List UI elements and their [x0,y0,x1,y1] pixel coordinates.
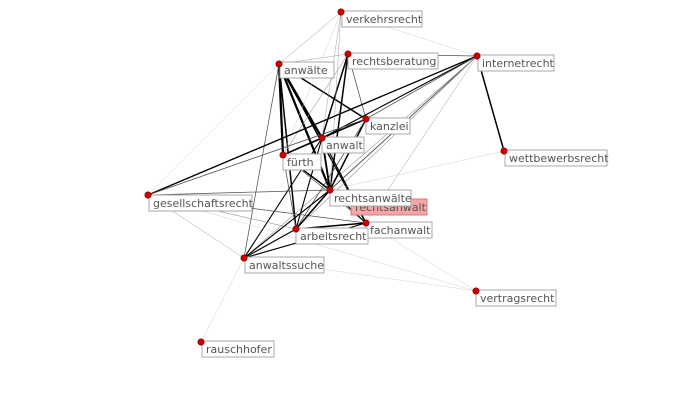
label-box [341,10,423,28]
node-label-text: arbeitsrecht [300,230,367,243]
node-dot-fuerth[interactable] [279,151,287,159]
node-dot-gesellschaftsrecht[interactable] [144,191,152,199]
edge-anwaelte-verkehrsrecht [278,11,342,65]
node-label-text: rechtsberatung [352,55,436,68]
node-label-rauschhofer[interactable]: rauschhofer [201,340,275,358]
edge-anwaelte-gesellschaftsrecht [147,63,280,196]
labels-layer: verkehrsrecht anwälte rechtsberatung int… [148,10,609,358]
label-box [244,256,325,274]
node-label-text: internetrecht [482,57,555,70]
node-label-text: rauschhofer [206,343,272,356]
node-dot-kanzlei[interactable] [362,115,370,123]
node-label-anwalt[interactable]: anwalt [321,136,365,154]
node-label-anwaltssuche[interactable]: anwaltssuche [244,256,325,274]
edge-arbeitsrecht-anwaltssuche [243,228,297,259]
node-dot-fachanwalt[interactable] [362,219,370,227]
node-label-text: fürth [287,156,314,169]
edge-internetrecht-gesellschaftsrecht [147,55,478,196]
node-label-arbeitsrecht[interactable]: arbeitsrecht [295,227,369,245]
edge-kanzlei-gesellschaftsrecht [147,118,367,196]
edge-rechtsanwaelte-arbeitsrecht [295,189,331,230]
label-box [329,189,412,207]
label-box [365,117,411,135]
label-box [148,194,253,212]
node-label-wettbewerbsrecht[interactable]: wettbewerbsrecht [504,149,609,167]
node-label-text: rechtsanwälte [334,192,412,205]
label-box [477,54,555,72]
node-dot-internetrecht[interactable] [473,52,481,60]
edge-rechtsberatung-anwalt [321,53,349,139]
edge-internetrecht-kanzlei [365,55,478,120]
edge-verkehrsrecht-fuerth [282,11,342,156]
edge-internetrecht-anwaltssuche [243,55,478,259]
node-label-text: vertragsrecht [480,292,555,305]
edge-rechtsanwaelte-wettbewerbsrecht [329,150,505,191]
edge-rechtsanwaelte-anwaltssuche [243,189,331,259]
node-label-fachanwalt[interactable]: fachanwalt [365,221,433,239]
node-label-internetrecht[interactable]: internetrecht [477,54,555,72]
edge-gesellschaftsrecht-rechtsanwaelte [147,189,331,196]
node-dot-wettbewerbsrecht[interactable] [500,147,508,155]
node-dot-rechtsberatung[interactable] [344,50,352,58]
node-dot-rechtsanwaelte[interactable] [326,186,334,194]
node-label-text: kanzlei [370,120,409,133]
node-label-vertragsrecht[interactable]: vertragsrecht [475,289,557,307]
label-box [347,52,439,70]
edge-anwaelte-fuerth [277,62,285,157]
edge-internetrecht-wettbewerbsrecht [476,55,505,152]
node-label-verkehrsrecht[interactable]: verkehrsrecht [341,10,423,28]
label-box [504,149,608,167]
edge-internetrecht-anwalt [321,55,478,139]
node-dot-anwaltssuche[interactable] [240,254,248,262]
node-dot-vertragsrecht[interactable] [472,287,480,295]
node-label-fuerth[interactable]: fürth [282,153,322,171]
node-dot-anwaelte[interactable] [275,60,283,68]
node-label-text: anwalt [326,139,364,152]
edge-anwalt-fuerth [282,137,323,156]
edge-kanzlei-rechtsanwaelte [329,118,367,191]
node-label-text: verkehrsrecht [346,13,423,26]
nodes-layer [144,8,508,346]
node-label-gesellschaftsrecht[interactable]: gesellschaftsrecht [148,194,254,212]
edge-anwaltssuche-rauschhofer [200,257,245,343]
edge-rechtsberatung-rechtsanwaelte [329,53,349,191]
label-box [321,136,365,154]
edge-anwaelte-anwaltssuche [243,63,280,259]
label-box [201,340,275,358]
node-label-text: anwaltssuche [249,259,324,272]
node-dot-rauschhofer[interactable] [197,338,205,346]
node-label-rechtsberatung[interactable]: rechtsberatung [347,52,439,70]
label-box [475,289,557,307]
label-box [279,61,335,79]
node-label-text: gesellschaftsrecht [153,197,254,210]
edge-verkehrsrecht-rechtsanwaelte [329,11,342,191]
label-box [295,227,369,245]
edge-internetrecht-arbeitsrecht [295,55,478,230]
node-label-text: wettbewerbsrecht [509,152,609,165]
node-dot-verkehrsrecht[interactable] [337,8,345,16]
node-label-kanzlei[interactable]: kanzlei [365,117,411,135]
node-label-text: anwälte [284,64,328,77]
node-label-anwaelte[interactable]: anwälte [279,61,335,79]
node-dot-arbeitsrecht[interactable] [292,225,300,233]
node-dot-anwalt[interactable] [318,134,326,142]
node-label-rechtsanwaelte[interactable]: rechtsanwälte [329,189,412,207]
label-box [282,153,322,171]
node-label-text: fachanwalt [370,224,431,237]
